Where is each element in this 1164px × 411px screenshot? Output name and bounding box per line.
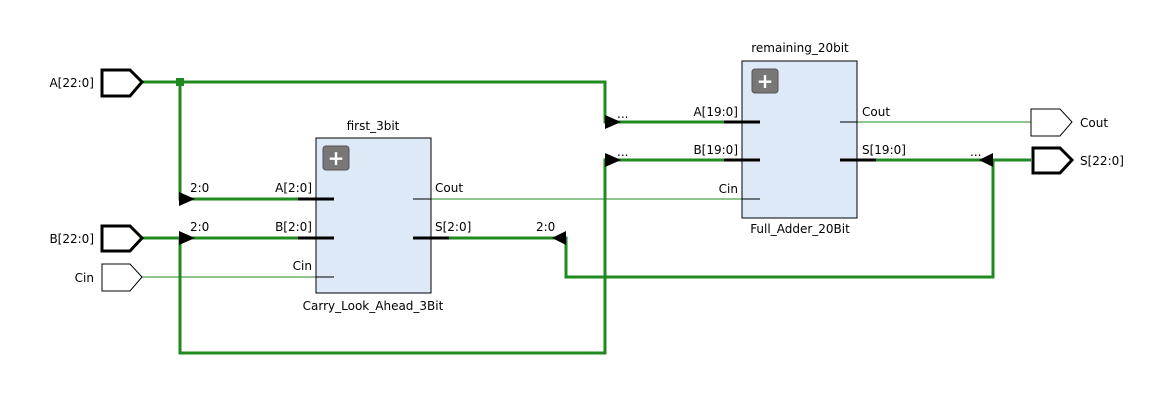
slice-label-b-high: ... (617, 145, 628, 159)
slice-label-a-high: ... (617, 107, 628, 121)
pin-label-second-s: S[19:0] (862, 143, 906, 157)
slice-label-s-high: ... (970, 145, 981, 159)
pin-label-second-cin: Cin (719, 182, 738, 196)
block-first-3bit[interactable]: first_3bit + A[2:0] B[2:0] Cin Cout S[2:… (275, 119, 471, 313)
pin-label-second-b: B[19:0] (693, 143, 738, 157)
slice-labels: 2:0 2:0 2:0 ... ... ... (190, 107, 981, 234)
pin-label-second-cout: Cout (862, 105, 890, 119)
wire-a-main[interactable] (142, 80, 760, 124)
ripper-arrow-s-high (979, 153, 993, 167)
ripper-arrow-a-low (179, 192, 195, 206)
pin-label-first-s: S[2:0] (435, 220, 471, 234)
slice-label-s-low: 2:0 (536, 220, 555, 234)
input-port-cin[interactable]: Cin (75, 263, 143, 292)
input-port-a[interactable]: A[22:0] (49, 68, 145, 98)
block-remaining-20bit-cell: Full_Adder_20Bit (750, 222, 850, 236)
ripper-arrow-s-low (552, 231, 566, 245)
pin-label-second-a: A[19:0] (693, 105, 738, 119)
input-port-a-label: A[22:0] (49, 76, 94, 90)
wires (142, 78, 1031, 355)
block-remaining-20bit[interactable]: remaining_20bit + A[19:0] B[19:0] Cin Co… (693, 41, 905, 236)
output-port-cout[interactable]: Cout (1030, 108, 1108, 137)
expand-button-remaining[interactable]: + (751, 68, 779, 94)
block-first-3bit-instance: first_3bit (347, 119, 400, 133)
wire-s-low[interactable] (413, 160, 995, 279)
expand-button-first[interactable]: + (322, 145, 350, 171)
pin-label-first-cout: Cout (435, 181, 463, 195)
plus-icon: + (757, 69, 774, 93)
input-port-b[interactable]: B[22:0] (49, 224, 145, 253)
pin-label-first-a: A[2:0] (275, 181, 312, 195)
output-port-s-label: S[22:0] (1080, 154, 1124, 168)
output-port-s[interactable]: S[22:0] (1031, 146, 1124, 175)
input-port-cin-label: Cin (75, 271, 94, 285)
input-port-b-label: B[22:0] (49, 232, 94, 246)
ripper-arrow-b-high (605, 153, 621, 167)
bus-rippers (179, 115, 993, 245)
pin-label-first-b: B[2:0] (275, 220, 312, 234)
slice-label-a-low: 2:0 (190, 181, 209, 195)
ripper-arrow-b-low (179, 231, 195, 245)
plus-icon: + (328, 146, 345, 170)
block-first-3bit-cell: Carry_Look_Ahead_3Bit (303, 299, 444, 313)
pin-label-first-cin: Cin (293, 259, 312, 273)
ripper-arrow-a-high (605, 115, 621, 129)
output-port-cout-label: Cout (1080, 116, 1108, 130)
block-remaining-20bit-instance: remaining_20bit (751, 41, 849, 55)
wire-b-loop[interactable] (178, 158, 760, 355)
slice-label-b-low: 2:0 (190, 220, 209, 234)
wire-junction (176, 78, 184, 86)
